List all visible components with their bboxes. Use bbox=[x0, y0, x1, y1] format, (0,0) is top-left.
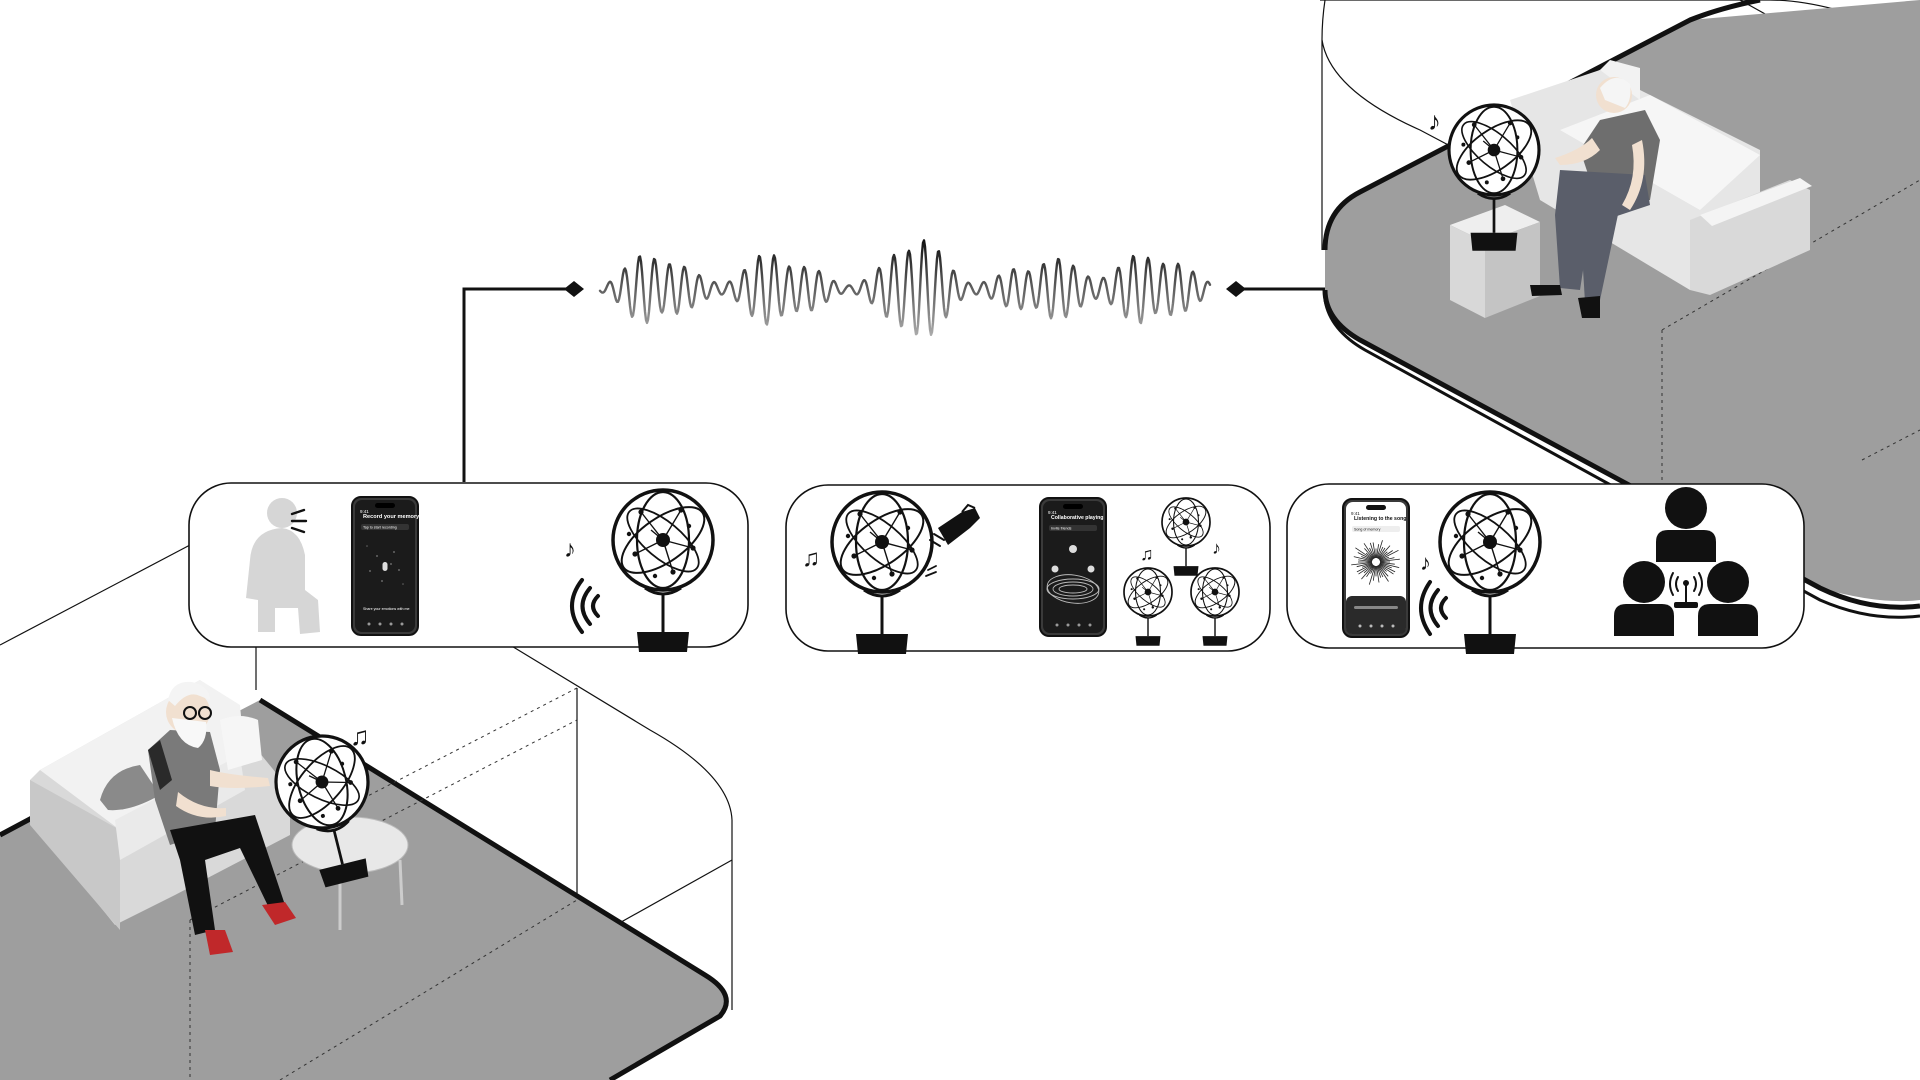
burst-ray bbox=[1357, 552, 1373, 561]
burst-ray bbox=[1358, 559, 1373, 562]
connector-endpoint-right bbox=[1226, 281, 1246, 297]
music-notes-icon: ♫ bbox=[350, 721, 370, 751]
music-note-icon: ♪ bbox=[1428, 106, 1441, 136]
burst-ray bbox=[1363, 564, 1374, 574]
burst-ray bbox=[1353, 556, 1373, 562]
hand-touch-icon bbox=[925, 503, 980, 577]
burst-ray bbox=[1379, 558, 1400, 562]
burst-ray bbox=[1376, 540, 1383, 559]
burst-ray bbox=[1378, 550, 1393, 560]
panel-collaborative-playing: ♫ 9:41 Collaborative playing Invite frie… bbox=[785, 484, 1271, 656]
burst-ray bbox=[1376, 544, 1379, 559]
burst-ray bbox=[1361, 556, 1373, 561]
speaking-person-silhouette bbox=[246, 498, 320, 634]
wireless-signal-icon bbox=[570, 578, 600, 634]
burst-ray bbox=[1358, 564, 1374, 575]
phone-listen-screen: 9:41 Listening to the song Song of memor… bbox=[1342, 498, 1410, 638]
wireless-signal-icon bbox=[1419, 580, 1448, 636]
burst-ray bbox=[1365, 552, 1374, 560]
burst-ray bbox=[1372, 565, 1376, 581]
burst-ray bbox=[1361, 563, 1373, 568]
speech-waves-icon bbox=[290, 508, 308, 534]
svg-text:Song of memory: Song of memory bbox=[1354, 528, 1381, 532]
burst-ray bbox=[1379, 563, 1396, 573]
burst-ray bbox=[1378, 564, 1387, 572]
phone-title: Collaborative playing bbox=[1051, 515, 1103, 521]
burst-ray bbox=[1378, 564, 1389, 577]
music-notes-icon: ♫ bbox=[1140, 544, 1154, 564]
burst-ray bbox=[1369, 542, 1376, 559]
burst-ray bbox=[1369, 547, 1375, 559]
burst-ray bbox=[1379, 556, 1390, 561]
svg-text:Share your emotions with me: Share your emotions with me bbox=[363, 607, 410, 611]
burst-ray bbox=[1378, 551, 1388, 560]
audio-waveform bbox=[598, 239, 1212, 336]
panel-frame bbox=[188, 482, 749, 648]
burst-ray bbox=[1356, 563, 1373, 573]
burst-ray bbox=[1356, 562, 1373, 568]
svg-text:Invite friends: Invite friends bbox=[1051, 527, 1072, 531]
burst-ray bbox=[1372, 542, 1376, 559]
panel-listening-song: 9:41 Listening to the song Song of memor… bbox=[1286, 483, 1805, 656]
burst-ray bbox=[1376, 565, 1382, 578]
burst-ray bbox=[1379, 557, 1395, 562]
sound-burst-graphic bbox=[1351, 540, 1400, 585]
burst-ray bbox=[1363, 543, 1375, 559]
burst-ray bbox=[1368, 565, 1376, 585]
room-bottom-left: ♫ bbox=[0, 544, 733, 1080]
room-top-right: ♪ bbox=[1320, 0, 1920, 619]
burst-ray bbox=[1376, 565, 1380, 583]
svg-text:9:41: 9:41 bbox=[1351, 511, 1360, 516]
burst-ray bbox=[1377, 565, 1389, 582]
music-note-icon: ♪ bbox=[1212, 538, 1221, 558]
connector-endpoint-left bbox=[564, 281, 584, 297]
burst-ray bbox=[1378, 545, 1391, 560]
panel-record-memory: 9:41 Record your memory Tap to start rec… bbox=[188, 482, 749, 654]
connector-line bbox=[462, 287, 1325, 482]
burst-ray bbox=[1351, 562, 1373, 566]
burst-ray bbox=[1377, 547, 1386, 559]
people-group-icon bbox=[1614, 487, 1758, 636]
burst-ray bbox=[1370, 565, 1375, 574]
burst-ray bbox=[1377, 546, 1384, 559]
music-notes-icon: ♫ bbox=[802, 545, 820, 572]
music-note-icon: ♪ bbox=[564, 536, 576, 563]
burst-ray bbox=[1377, 565, 1384, 578]
playback-progress[interactable] bbox=[1354, 606, 1398, 609]
svg-text:Tap to start recording: Tap to start recording bbox=[363, 526, 397, 530]
burst-ray bbox=[1361, 564, 1374, 580]
phone-collab-screen: 9:41 Collaborative playing Invite friend… bbox=[1039, 497, 1107, 637]
burst-ray bbox=[1355, 547, 1374, 560]
svg-text:9:41: 9:41 bbox=[360, 509, 369, 514]
burst-ray bbox=[1379, 549, 1399, 561]
microphone-icon[interactable] bbox=[382, 562, 388, 571]
phone-title: Record your memory bbox=[363, 514, 420, 520]
phone-title: Listening to the song bbox=[1354, 516, 1406, 522]
burst-ray bbox=[1379, 562, 1400, 568]
phone-record-screen: 9:41 Record your memory Tap to start rec… bbox=[351, 496, 420, 636]
burst-ray bbox=[1379, 563, 1392, 569]
svg-text:9:41: 9:41 bbox=[1048, 510, 1057, 515]
burst-ray bbox=[1379, 562, 1395, 565]
music-note-icon: ♪ bbox=[1420, 550, 1431, 575]
burst-ray bbox=[1378, 564, 1394, 575]
burst-ray bbox=[1366, 565, 1375, 578]
burst-ray bbox=[1364, 548, 1374, 560]
